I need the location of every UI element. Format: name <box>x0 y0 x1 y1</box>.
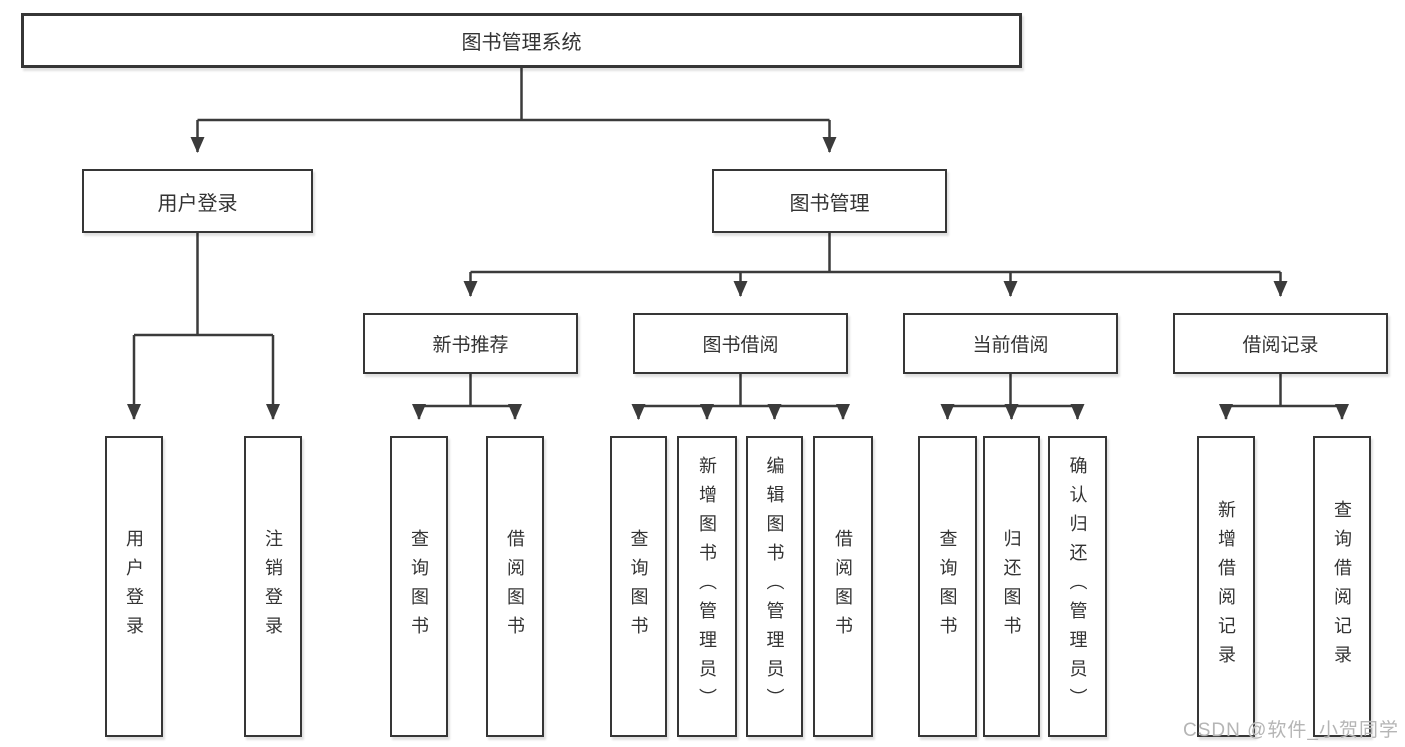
node-label: 当前借阅 <box>972 335 1049 356</box>
leaf-label: 查询图书 <box>409 528 429 645</box>
node-label: 图书借阅 <box>702 335 779 356</box>
node-current-borrow: 当前借阅 <box>903 313 1118 374</box>
node-book-management: 图书管理 <box>712 169 947 233</box>
leaf-borrow-books: 借阅图书 <box>813 436 873 737</box>
node-label: 新书推荐 <box>432 335 509 356</box>
leaf-borrow-books-recommend: 借阅图书 <box>486 436 544 737</box>
leaf-query-books-borrow: 查询图书 <box>610 436 667 737</box>
leaf-label: 查询图书 <box>628 528 649 645</box>
node-new-book-recommend: 新书推荐 <box>363 313 578 374</box>
leaf-user-login: 用户登录 <box>105 436 163 737</box>
leaf-add-books-admin: 新增图书（管理员） <box>677 436 737 737</box>
node-library-management-system: 图书管理系统 <box>21 13 1022 68</box>
node-label: 图书管理系统 <box>461 32 582 54</box>
leaf-label: 借阅图书 <box>505 528 525 645</box>
leaf-label: 新增图书（管理员） <box>697 456 717 717</box>
leaf-label: 查询图书 <box>937 528 958 645</box>
leaf-label: 编辑图书（管理员） <box>764 456 785 717</box>
leaf-label: 新增借阅记录 <box>1216 499 1236 674</box>
leaf-label: 用户登录 <box>124 528 144 645</box>
node-user-login: 用户登录 <box>82 169 313 233</box>
leaf-query-books-current: 查询图书 <box>918 436 977 737</box>
leaf-return-books: 归还图书 <box>983 436 1040 737</box>
leaf-query-borrow-record: 查询借阅记录 <box>1313 436 1371 737</box>
node-label: 用户登录 <box>157 192 238 215</box>
node-label: 图书管理 <box>789 192 870 215</box>
node-label: 借阅记录 <box>1242 335 1319 356</box>
leaf-logout: 注销登录 <box>244 436 302 737</box>
leaf-label: 确认归还（管理员） <box>1067 456 1088 717</box>
leaf-label: 归还图书 <box>1001 528 1022 645</box>
leaf-edit-books-admin: 编辑图书（管理员） <box>746 436 803 737</box>
leaf-label: 借阅图书 <box>833 528 853 645</box>
leaf-confirm-return-admin: 确认归还（管理员） <box>1048 436 1107 737</box>
leaf-label: 注销登录 <box>263 528 283 645</box>
node-book-borrow: 图书借阅 <box>633 313 848 374</box>
node-borrow-records: 借阅记录 <box>1173 313 1388 374</box>
leaf-add-borrow-record: 新增借阅记录 <box>1197 436 1255 737</box>
leaf-query-books-recommend: 查询图书 <box>390 436 448 737</box>
leaf-label: 查询借阅记录 <box>1332 499 1352 674</box>
